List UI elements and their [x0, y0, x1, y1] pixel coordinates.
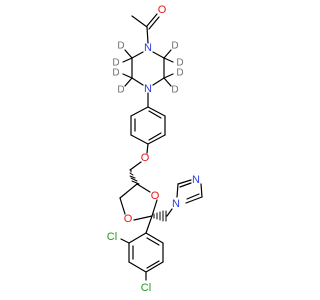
- atom-deuterium-5: D: [112, 68, 119, 79]
- bond-o-ch2: [129, 161, 142, 171]
- atom-piperazine-n-top: N: [144, 42, 152, 54]
- bond-ph-4: [130, 134, 149, 145]
- atom-ether-oxygen: O: [141, 152, 150, 164]
- bond-ar-4: [145, 261, 164, 273]
- atom-labels: O N N D D D D D D D D O O O N N Cl Cl: [107, 4, 200, 294]
- bond-ar-3: [128, 261, 147, 273]
- bond-ph-3: [147, 134, 166, 145]
- bond-d5: [122, 73, 133, 79]
- bond-c2-ar: [145, 215, 153, 234]
- bond-pip-6: [152, 51, 165, 59]
- bond-lines: [119, 13, 203, 281]
- bond-pip-3: [131, 77, 144, 86]
- bond-imid-3: [200, 183, 203, 198]
- bond-imid-1: [176, 183, 179, 198]
- atom-deuterium-7: D: [176, 68, 183, 79]
- bond-acetyl-cn: [146, 26, 149, 44]
- bond-d1: [124, 49, 133, 59]
- bond-imid-2b: [179, 182, 192, 188]
- bond-acetyl-ch3: [131, 15, 148, 28]
- bond-imid-2: [177, 179, 192, 185]
- bond-d3: [163, 49, 172, 59]
- bond-pip-1: [131, 51, 144, 59]
- bond-acetyl-co: [146, 13, 158, 27]
- atom-chlorine-para: Cl: [141, 282, 151, 294]
- bond-ar-1: [128, 232, 147, 244]
- bond-ph-6: [130, 106, 149, 117]
- atom-imidazole-n1: N: [172, 198, 180, 210]
- atom-imidazole-n3: N: [192, 174, 200, 186]
- bond-ar-6: [145, 232, 164, 244]
- bond-d2: [122, 57, 133, 63]
- bond-d7: [163, 73, 174, 79]
- atom-deuterium-1: D: [117, 41, 124, 52]
- chemical-structure-diagram: O N N D D D D D D D D O O O N N Cl Cl: [107, 4, 203, 294]
- atom-deuterium-4: D: [176, 58, 183, 69]
- bond-ph-o: [146, 143, 149, 154]
- bond-ar-inner-3: [146, 237, 160, 246]
- bond-pip-4: [152, 77, 165, 86]
- bond-ph-inner-2: [148, 132, 162, 141]
- bond-imid-4: [185, 196, 203, 204]
- bond-diox-c5-c4: [119, 183, 138, 199]
- bond-hashed-c4: [129, 169, 140, 185]
- bond-diox-c2-o1: [133, 215, 153, 221]
- bond-ch2-imid-n: [166, 208, 173, 217]
- bond-imid-4b: [186, 193, 200, 200]
- atom-dioxolane-o-right: O: [151, 190, 160, 202]
- bond-ph-1: [147, 106, 166, 117]
- bond-hashed-c2-ch2: [153, 210, 167, 222]
- bond-d8: [163, 77, 172, 87]
- bond-diox-c4-o3: [136, 183, 151, 193]
- atom-deuterium-3: D: [171, 41, 178, 52]
- bond-acetyl-co-double: [148, 16, 160, 30]
- atom-deuterium-2: D: [112, 58, 119, 69]
- atom-dioxolane-o-left: O: [124, 213, 133, 225]
- bond-diox-o1-c5: [119, 197, 126, 215]
- bond-d6: [124, 77, 133, 87]
- bond-cl-ortho: [120, 238, 130, 244]
- bond-diox-o3-c2: [151, 199, 158, 217]
- bond-ph-inner-1: [148, 110, 162, 119]
- atom-deuterium-6: D: [117, 85, 124, 96]
- atom-chlorine-ortho: Cl: [107, 231, 117, 243]
- atom-acetyl-oxygen: O: [158, 4, 167, 16]
- atom-piperazine-n-bottom: N: [144, 83, 152, 95]
- bond-d4: [163, 57, 174, 63]
- atom-deuterium-8: D: [171, 85, 178, 96]
- bond-ar-inner-2: [146, 260, 160, 269]
